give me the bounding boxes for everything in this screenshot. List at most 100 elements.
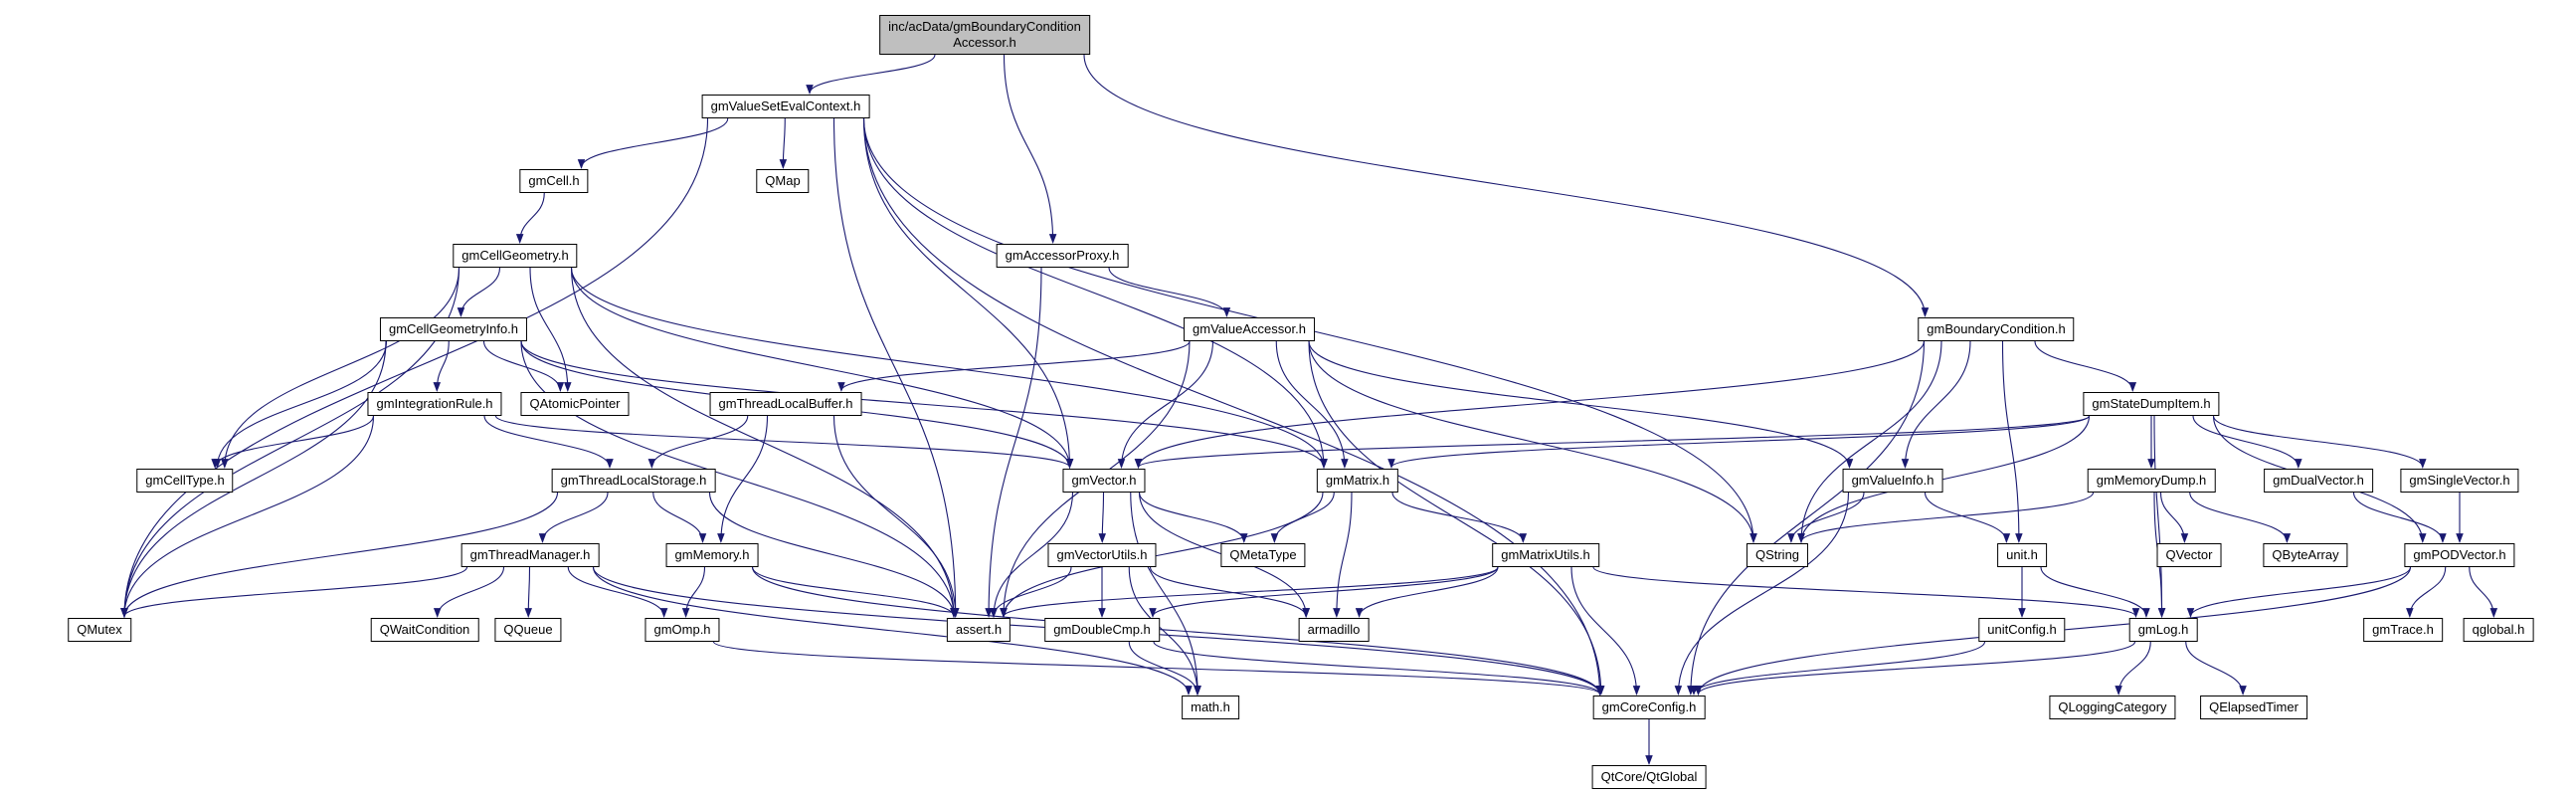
edge-boundarycondition-to-unit [2001, 340, 2023, 543]
edge-podvector-to-log [2186, 566, 2412, 618]
graph-node-memory[interactable]: gmMemory.h [665, 543, 759, 567]
edge-threadmanager-to-qwaitcondition [433, 566, 505, 618]
edge-memorydump-to-qstring [1797, 492, 2095, 543]
graph-node-valueaccessor[interactable]: gmValueAccessor.h [1184, 317, 1315, 341]
graph-node-valuesetevalcontext[interactable]: gmValueSetEvalContext.h [701, 95, 870, 118]
edge-memory-to-omp [681, 566, 706, 618]
graph-node-omp[interactable]: gmOmp.h [644, 618, 720, 642]
graph-node-qatomicpointer: QAtomicPointer [520, 392, 630, 416]
edge-integrationrule-to-threadlocalstorage [483, 415, 614, 469]
edge-matrixutils-to-assert [1000, 566, 1499, 618]
edge-matrix-to-assert [1000, 492, 1324, 618]
edge-boundarycondition-to-qstring [1797, 340, 1942, 543]
edge-threadlocalstorage-to-qmutex [120, 492, 559, 618]
edge-threadmanager-to-qmutex [120, 566, 468, 618]
edge-matrixutils-to-armadillo [1355, 566, 1499, 618]
edge-unit-to-log [2040, 566, 2150, 618]
edge-vector-to-qmetatype [1138, 492, 1248, 543]
graph-node-vectorutils[interactable]: gmVectorUtils.h [1047, 543, 1157, 567]
graph-node-unit[interactable]: unit.h [1997, 543, 2047, 567]
edge-boundarycondition-to-coreconfig [1687, 340, 1926, 696]
edge-matrix-to-matrixutils [1391, 492, 1528, 543]
edge-cellgeometry-to-assert [570, 267, 958, 618]
graph-node-cellgeometry[interactable]: gmCellGeometry.h [453, 244, 578, 268]
edge-vector-to-assert [990, 492, 1074, 618]
graph-node-doublecmp[interactable]: gmDoubleCmp.h [1044, 618, 1160, 642]
edge-root-to-valuesetevalcontext [806, 54, 936, 95]
edge-vector-to-math [1130, 492, 1201, 696]
edge-matrix-to-armadillo [1333, 492, 1353, 618]
edge-log-to-qelapsedtimer [2185, 641, 2247, 696]
graph-node-qglobal: qglobal.h [2463, 618, 2534, 642]
graph-node-threadlocalstorage[interactable]: gmThreadLocalStorage.h [551, 469, 716, 493]
graph-node-matrix[interactable]: gmMatrix.h [1316, 469, 1399, 493]
edge-threadlocalstorage-to-memory [652, 492, 707, 543]
graph-node-vector[interactable]: gmVector.h [1062, 469, 1146, 493]
graph-node-coreconfig[interactable]: gmCoreConfig.h [1592, 696, 1706, 719]
graph-node-unitconfig[interactable]: unitConfig.h [1978, 618, 2066, 642]
edge-cellgeometry-to-matrix [570, 267, 1328, 469]
graph-node-accessorproxy[interactable]: gmAccessorProxy.h [996, 244, 1129, 268]
edge-dualvector-to-podvector [2352, 492, 2447, 543]
edge-matrix-to-qmetatype [1270, 492, 1335, 543]
graph-node-matrixutils[interactable]: gmMatrixUtils.h [1492, 543, 1599, 567]
edge-vectorutils-to-armadillo [1149, 566, 1310, 618]
graph-node-qvector: QVector [2156, 543, 2222, 567]
edge-integrationrule-to-vector [494, 415, 1074, 469]
edge-cellgeometryinfo-to-qatomicpointer [482, 340, 565, 392]
edge-cellgeometry-to-cellgeometryinfo [457, 267, 501, 317]
edge-matrixutils-to-coreconfig [1570, 566, 1641, 696]
graph-node-dualvector[interactable]: gmDualVector.h [2264, 469, 2373, 493]
edge-cellgeometryinfo-to-integrationrule [433, 340, 450, 392]
edge-podvector-to-qglobal [2469, 566, 2498, 618]
graph-node-singlevector[interactable]: gmSingleVector.h [2400, 469, 2519, 493]
graph-node-cellgeometryinfo[interactable]: gmCellGeometryInfo.h [379, 317, 528, 341]
graph-node-log[interactable]: gmLog.h [2128, 618, 2198, 642]
graph-node-threadlocalbuffer[interactable]: gmThreadLocalBuffer.h [709, 392, 862, 416]
edge-threadlocalbuffer-to-memory [717, 415, 769, 543]
edge-accessorproxy-to-assert [985, 267, 1042, 618]
edge-threadlocalstorage-to-assert [708, 492, 958, 618]
graph-node-cell[interactable]: gmCell.h [519, 169, 589, 193]
edge-boundarycondition-to-vector [1134, 340, 1926, 469]
graph-node-statedumpitem[interactable]: gmStateDumpItem.h [2083, 392, 2220, 416]
graph-node-integrationrule[interactable]: gmIntegrationRule.h [367, 392, 502, 416]
graph-node-qmutex: QMutex [68, 618, 131, 642]
edge-statedumpitem-to-singlevector [2212, 415, 2427, 469]
edge-valuesetevalcontext-to-cell [577, 117, 729, 169]
edge-boundarycondition-to-valueinfo [1901, 340, 1971, 469]
edge-valuesetevalcontext-to-assert [832, 117, 960, 618]
edge-unitconfig-to-coreconfig [1690, 641, 1986, 696]
edge-statedumpitem-to-qstring [1797, 415, 2091, 543]
graph-node-root: inc/acData/gmBoundaryCondition Accessor.… [879, 15, 1090, 55]
graph-node-celltype[interactable]: gmCellType.h [136, 469, 234, 493]
edge-valuesetevalcontext-to-qmutex [120, 117, 709, 618]
edge-valueaccessor-to-matrix [1275, 340, 1349, 469]
graph-node-threadmanager[interactable]: gmThreadManager.h [460, 543, 600, 567]
edge-integrationrule-to-celltype [211, 415, 375, 469]
edge-doublecmp-to-coreconfig [1153, 641, 1604, 696]
edge-threadmanager-to-omp [567, 566, 668, 618]
edge-statedumpitem-to-log [2153, 415, 2166, 618]
graph-node-qtcoreqtglobal: QtCore/QtGlobal [1591, 765, 1707, 789]
edge-boundarycondition-to-statedumpitem [2034, 340, 2137, 392]
graph-node-qwaitcondition: QWaitCondition [370, 618, 479, 642]
graph-node-trace[interactable]: gmTrace.h [2363, 618, 2443, 642]
edge-valuesetevalcontext-to-qmap [779, 117, 788, 169]
edge-cellgeometry-to-celltype [221, 267, 460, 469]
edge-valueaccessor-to-vector [1117, 340, 1214, 469]
edge-log-to-coreconfig [1694, 641, 2136, 696]
graph-node-memorydump[interactable]: gmMemoryDump.h [2087, 469, 2216, 493]
edge-valueinfo-to-qstring [1787, 492, 1865, 543]
edge-cellgeometry-to-qatomicpointer [529, 267, 572, 392]
graph-node-qmetatype: QMetaType [1220, 543, 1306, 567]
graph-node-valueinfo[interactable]: gmValueInfo.h [1842, 469, 1943, 493]
edge-threadlocalbuffer-to-threadlocalstorage [647, 415, 749, 469]
graph-node-podvector[interactable]: gmPODVector.h [2404, 543, 2515, 567]
edge-memorydump-to-qbytearray [2189, 492, 2292, 543]
graph-node-boundarycondition[interactable]: gmBoundaryCondition.h [1918, 317, 2075, 341]
edge-memorydump-to-qvector [2159, 492, 2189, 543]
graph-node-assert: assert.h [946, 618, 1012, 642]
edge-vectorutils-to-assert [990, 566, 1072, 618]
